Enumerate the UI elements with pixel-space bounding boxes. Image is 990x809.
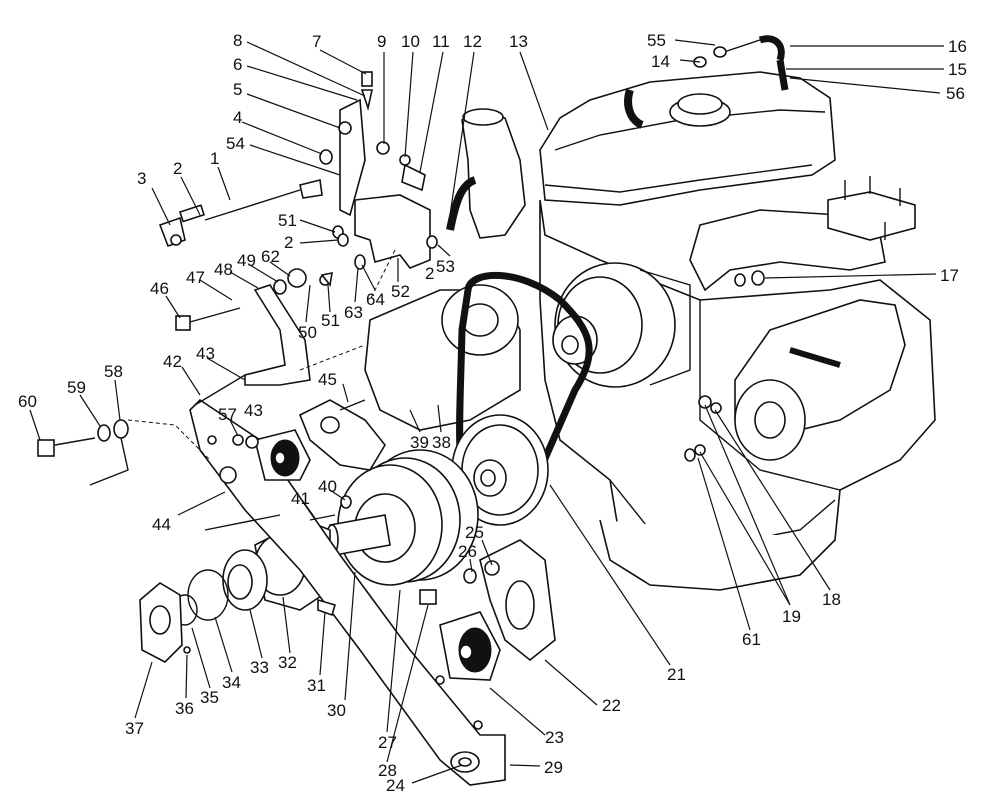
part-label-49: 49	[237, 251, 256, 270]
water-pump	[364, 284, 521, 431]
part-labels: 1 2 3 4 5 6 7 8 9 10 11 12 13 14 15 16 1…	[18, 31, 967, 795]
part-label-51a: 51	[278, 211, 297, 230]
part-label-45: 45	[318, 370, 337, 389]
part-label-59: 59	[67, 378, 86, 397]
part-label-35: 35	[200, 688, 219, 707]
crankshaft-pulley	[451, 414, 549, 526]
part-label-23: 23	[545, 728, 564, 747]
part-label-38: 38	[432, 433, 451, 452]
part-label-15: 15	[948, 60, 967, 79]
part-label-9: 9	[377, 32, 386, 51]
part-label-61: 61	[742, 630, 761, 649]
part-label-39: 39	[410, 433, 429, 452]
part-label-24: 24	[386, 776, 405, 795]
part-label-2c: 2	[425, 264, 434, 283]
part-label-22: 22	[602, 696, 621, 715]
part-label-2b: 2	[284, 233, 293, 252]
part-label-51b: 51	[321, 311, 340, 330]
part-label-7: 7	[312, 32, 321, 51]
part-label-21: 21	[667, 665, 686, 684]
part-label-30: 30	[327, 701, 346, 720]
part-label-17: 17	[940, 266, 959, 285]
part-label-44: 44	[152, 515, 171, 534]
part-label-31: 31	[307, 676, 326, 695]
part-label-29: 29	[544, 758, 563, 777]
part-label-26: 26	[458, 542, 477, 561]
part-label-27: 27	[378, 733, 397, 752]
leader-lines	[29, 39, 944, 784]
part-label-56: 56	[946, 84, 965, 103]
double-pulley	[325, 449, 479, 586]
part-label-13: 13	[509, 32, 528, 51]
part-label-60: 60	[18, 392, 37, 411]
part-label-14: 14	[651, 52, 670, 71]
starter-motor	[734, 299, 906, 461]
tension-link-assembly	[158, 71, 431, 406]
alternator	[552, 262, 691, 388]
part-label-12: 12	[463, 32, 482, 51]
part-label-43b: 43	[244, 401, 263, 420]
part-label-46: 46	[150, 279, 169, 298]
part-label-64: 64	[366, 290, 385, 309]
part-label-11: 11	[432, 32, 450, 51]
part-label-3: 3	[137, 169, 146, 188]
part-label-8: 8	[233, 31, 242, 50]
part-label-43a: 43	[196, 344, 215, 363]
part-label-36: 36	[175, 699, 194, 718]
part-label-47: 47	[186, 268, 205, 287]
part-label-33: 33	[250, 658, 269, 677]
part-label-41: 41	[291, 489, 310, 508]
part-label-37: 37	[125, 719, 144, 738]
part-label-62: 62	[261, 247, 280, 266]
part-label-48: 48	[214, 260, 233, 279]
part-label-40: 40	[318, 477, 337, 496]
part-label-52: 52	[391, 282, 410, 301]
fasteners	[37, 46, 765, 617]
part-label-63: 63	[344, 303, 363, 322]
part-label-19: 19	[782, 607, 801, 626]
part-label-5: 5	[233, 80, 242, 99]
part-label-1: 1	[210, 149, 219, 168]
part-label-2: 2	[173, 159, 182, 178]
part-label-10: 10	[401, 32, 420, 51]
assembly-guide-lines	[127, 249, 396, 461]
part-label-57: 57	[218, 405, 237, 424]
part-label-53: 53	[436, 257, 455, 276]
part-label-34: 34	[222, 673, 241, 692]
part-label-55: 55	[647, 31, 666, 50]
part-label-28: 28	[378, 761, 397, 780]
part-label-4: 4	[233, 108, 242, 127]
part-label-18: 18	[822, 590, 841, 609]
part-label-32: 32	[278, 653, 297, 672]
part-label-54: 54	[226, 134, 245, 153]
part-label-6: 6	[233, 55, 242, 74]
part-label-25: 25	[465, 523, 484, 542]
part-label-42: 42	[163, 352, 182, 371]
part-label-16: 16	[948, 37, 967, 56]
part-label-50: 50	[298, 323, 317, 342]
part-label-58: 58	[104, 362, 123, 381]
